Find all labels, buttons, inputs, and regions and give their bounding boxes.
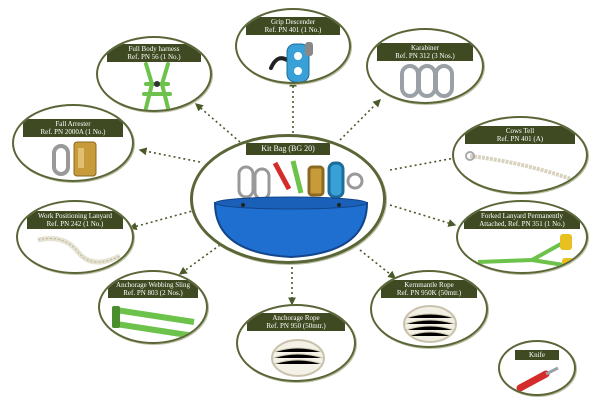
knife-label: Knife bbox=[514, 350, 560, 360]
kit-bag-image bbox=[213, 160, 369, 259]
anchorage-rope-name: Anchorage Rope bbox=[272, 314, 320, 322]
anchorage-webbing-sling-label: Anchorage Webbing Sling Ref. PN 803 (2 N… bbox=[108, 280, 198, 298]
lanyard-image bbox=[37, 236, 122, 265]
kernmantle-rope-label: Kernmantle Rope Ref. PN 950K (50mtr.) bbox=[381, 280, 477, 298]
forked-lanyard-label: Forked Lanyard Permanently Attached, Ref… bbox=[464, 211, 580, 229]
knife-node: Knife bbox=[498, 340, 576, 396]
karabiner-name: Karabiner bbox=[411, 44, 439, 52]
anchorage-rope-node: Anchorage Rope Ref. PN 950 (50mtr.) bbox=[236, 304, 356, 382]
grip-descender-image bbox=[269, 42, 313, 82]
karabiner-image bbox=[400, 64, 454, 98]
anchorage-webbing-sling-node: Anchorage Webbing Sling Ref. PN 803 (2 N… bbox=[98, 270, 208, 344]
arrow-to-forked-lanyard bbox=[389, 204, 457, 227]
fall-arrester-name: Fall Arrester bbox=[55, 120, 91, 128]
work-positioning-lanyard-ref: Ref. PN 242 (1 No.) bbox=[46, 220, 104, 228]
grip-descender-ref: Ref. PN 401 (1 No.) bbox=[264, 26, 322, 34]
arrow-to-karabiner bbox=[339, 99, 381, 141]
cows-tell-label: Cows Tell Ref. PN 401 (A) bbox=[464, 126, 576, 144]
kit-bag-title: Kit Bag (BG 20) bbox=[261, 144, 315, 153]
grip-descender-label: Grip Descender Ref. PN 401 (1 No.) bbox=[245, 17, 341, 35]
arrow-to-full-body-harness bbox=[194, 103, 241, 143]
forked-lanyard-node: Forked Lanyard Permanently Attached, Ref… bbox=[456, 200, 588, 274]
arrow-to-fall-arrester bbox=[138, 147, 201, 163]
anchorage-rope-image bbox=[271, 339, 325, 377]
work-positioning-lanyard-label: Work Positioning Lanyard Ref. PN 242 (1 … bbox=[27, 211, 123, 229]
full-body-harness-ref: Ref. PN 56 (1 No.) bbox=[127, 53, 181, 61]
fall-arrester-node: Fall Arrester Ref. PN 2000A (1 No.) bbox=[12, 104, 134, 182]
webbing-sling-image bbox=[112, 306, 195, 339]
arrow-to-work-positioning-lanyard bbox=[128, 209, 197, 231]
kernmantle-rope-ref: Ref. PN 950K (50mtr.) bbox=[396, 289, 462, 297]
kernmantle-rope-image bbox=[403, 305, 457, 343]
fall-arrester-label: Fall Arrester Ref. PN 2000A (1 No.) bbox=[23, 119, 123, 137]
work-positioning-lanyard-node: Work Positioning Lanyard Ref. PN 242 (1 … bbox=[16, 200, 134, 274]
fall-arrester-ref: Ref. PN 2000A (1 No.) bbox=[40, 128, 106, 136]
kernmantle-rope-name: Kernmantle Rope bbox=[404, 281, 454, 289]
arrow-to-anchorage-webbing-sling bbox=[178, 244, 221, 275]
karabiner-ref: Ref. PN 312 (3 Nos.) bbox=[395, 52, 455, 60]
anchorage-webbing-sling-ref: Ref. PN 803 (2 Nos.) bbox=[123, 289, 183, 297]
cows-tell-image bbox=[465, 151, 575, 182]
anchorage-rope-label: Anchorage Rope Ref. PN 950 (50mtr.) bbox=[247, 313, 345, 331]
karabiner-label: Karabiner Ref. PN 312 (3 Nos.) bbox=[377, 43, 473, 61]
kit-bag-node: Kit Bag (BG 20) bbox=[190, 134, 386, 264]
work-positioning-lanyard-name: Work Positioning Lanyard bbox=[37, 212, 113, 220]
harness-image bbox=[142, 62, 172, 110]
arrow-to-cows-tell bbox=[389, 154, 462, 171]
grip-descender-node: Grip Descender Ref. PN 401 (1 No.) bbox=[235, 8, 351, 84]
knife-image bbox=[516, 366, 559, 392]
knife-name: Knife bbox=[529, 351, 545, 359]
full-body-harness-node: Full Body harness Ref. PN 56 (1 No.) bbox=[96, 36, 212, 112]
grip-descender-name: Grip Descender bbox=[270, 18, 316, 26]
anchorage-webbing-sling-name: Anchorage Webbing Sling bbox=[116, 281, 190, 289]
fall-arrester-image bbox=[52, 141, 97, 177]
forked-lanyard-name2: Attached, Ref. PN 351 (1 No.) bbox=[479, 220, 565, 228]
cows-tell-name: Cows Tell bbox=[505, 127, 535, 135]
karabiner-node: Karabiner Ref. PN 312 (3 Nos.) bbox=[366, 28, 484, 104]
anchorage-rope-ref: Ref. PN 950 (50mtr.) bbox=[266, 322, 326, 330]
forked-lanyard-image bbox=[477, 234, 574, 272]
kernmantle-rope-node: Kernmantle Rope Ref. PN 950K (50mtr.) bbox=[370, 270, 488, 348]
full-body-harness-label: Full Body harness Ref. PN 56 (1 No.) bbox=[106, 44, 202, 62]
kit-bag-label: Kit Bag (BG 20) bbox=[246, 143, 330, 155]
full-body-harness-name: Full Body harness bbox=[128, 45, 180, 53]
forked-lanyard-name: Forked Lanyard Permanently bbox=[480, 212, 564, 220]
cows-tell-ref: Ref. PN 401 (A) bbox=[496, 135, 544, 143]
cows-tell-node: Cows Tell Ref. PN 401 (A) bbox=[452, 116, 588, 194]
